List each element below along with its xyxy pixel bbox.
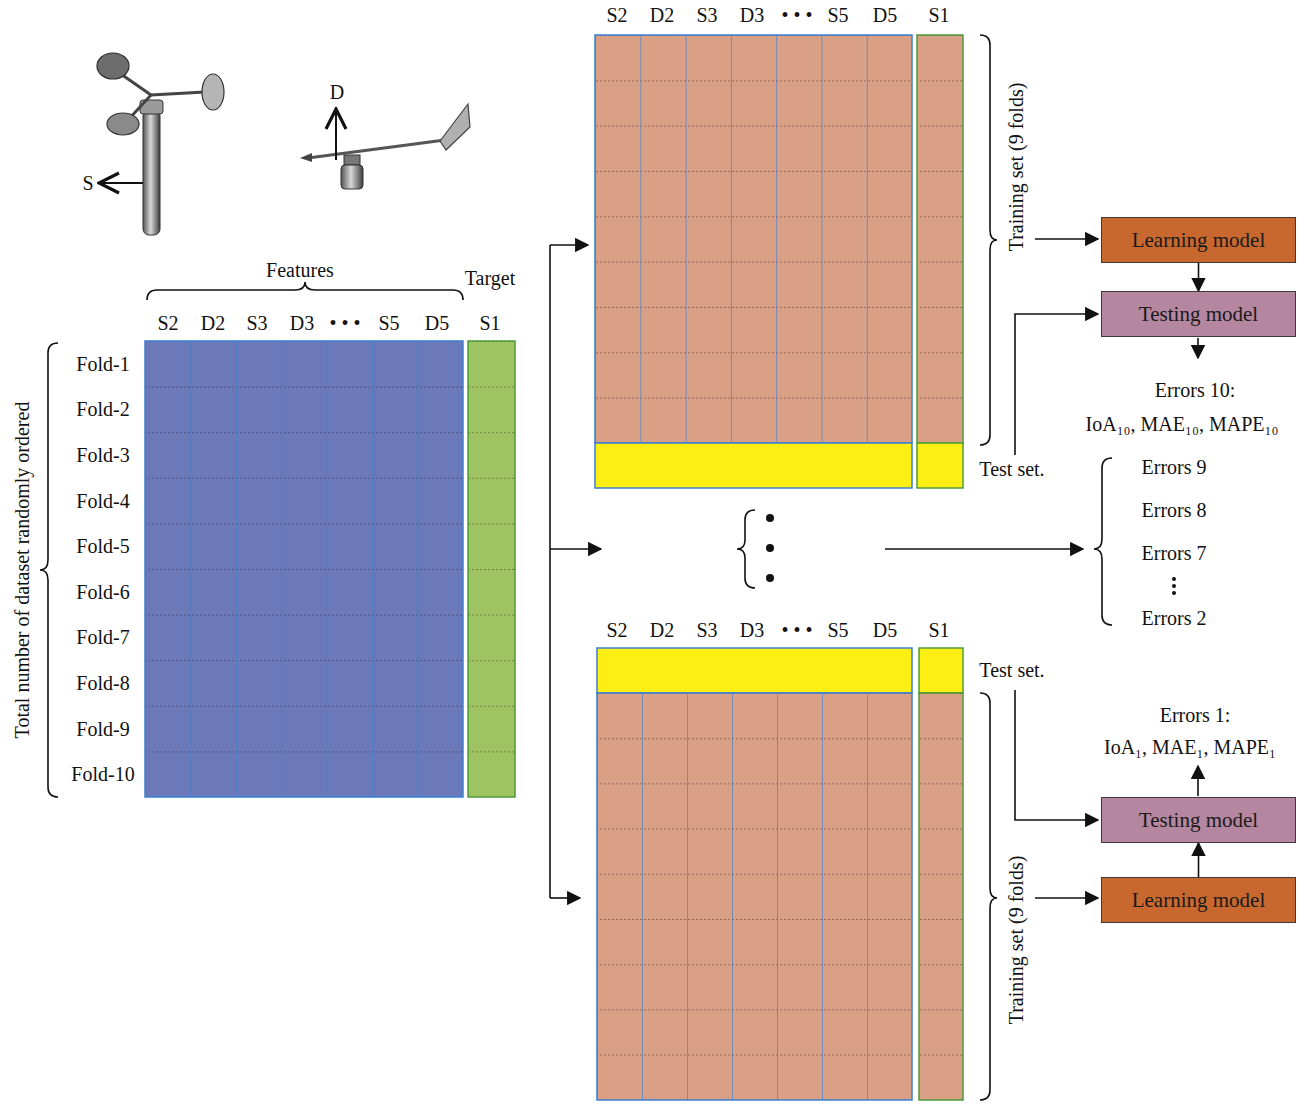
- column-header: D5: [425, 312, 449, 335]
- column-header: S1: [928, 619, 949, 642]
- column-header: S5: [378, 312, 399, 335]
- learning-box: Learning model: [1101, 877, 1296, 923]
- fold-label: Fold-10: [71, 763, 134, 786]
- group-label: Features: [266, 259, 334, 282]
- brace: [980, 693, 997, 1100]
- anemometer-illustration: [97, 53, 224, 235]
- column-header: D2: [201, 312, 225, 335]
- error-label: Errors 1:: [1160, 704, 1231, 727]
- learning-box: Learning model: [1101, 217, 1296, 263]
- column-header: S2: [606, 619, 627, 642]
- column-header: S3: [696, 619, 717, 642]
- axis-label: Total number of dataset randomly ordered: [11, 402, 34, 739]
- brace: [147, 282, 463, 300]
- column-header: S1: [479, 312, 500, 335]
- fold-label: Fold-1: [76, 353, 129, 376]
- wind-vane-illustration: [300, 104, 470, 189]
- testing-box: Testing model: [1101, 797, 1296, 843]
- fold-label: Fold-4: [76, 490, 129, 513]
- column-header: D3: [740, 4, 764, 27]
- column-header: D2: [650, 4, 674, 27]
- arrow: [1035, 897, 1098, 899]
- set-label: Test set.: [979, 659, 1044, 682]
- ellipsis: [737, 458, 1176, 625]
- fold-label: Fold-7: [76, 626, 129, 649]
- box-label: Learning model: [1132, 888, 1266, 913]
- fold-grid: [595, 35, 963, 488]
- column-header: D3: [290, 312, 314, 335]
- column-header: D2: [650, 619, 674, 642]
- set-label: Test set.: [979, 458, 1044, 481]
- column-header: D5: [873, 619, 897, 642]
- column-header: • • •: [781, 619, 812, 642]
- column-header: • • •: [781, 4, 812, 27]
- set-label: Training set (9 folds): [1005, 856, 1028, 1025]
- symbol-label: D: [330, 81, 344, 104]
- flow-arrow: [1198, 843, 1200, 877]
- column-header: S2: [606, 4, 627, 27]
- arrow: [1197, 338, 1199, 358]
- testing-box: Testing model: [1101, 291, 1296, 337]
- group-label: Target: [465, 267, 515, 290]
- fold-grid: [597, 648, 963, 1100]
- set-label: Training set (9 folds): [1005, 83, 1028, 252]
- error-label: Errors 7: [1142, 542, 1207, 565]
- flow-arrow: [1198, 263, 1200, 291]
- split-arrows: [550, 245, 601, 898]
- box-label: Testing model: [1139, 302, 1258, 327]
- error-metrics: IoA₁, MAE₁, MAPE₁: [1104, 736, 1276, 759]
- dataset-grid: [145, 341, 515, 797]
- column-header: S5: [827, 619, 848, 642]
- fold-label: Fold-5: [76, 535, 129, 558]
- column-header: S3: [696, 4, 717, 27]
- arrow: [1035, 238, 1098, 240]
- column-header: S2: [157, 312, 178, 335]
- box-label: Learning model: [1132, 228, 1266, 253]
- brace: [980, 35, 997, 445]
- column-header: D5: [873, 4, 897, 27]
- arrow: [1015, 690, 1098, 820]
- arrow: [1197, 766, 1199, 796]
- error-label: Errors 2: [1142, 607, 1207, 630]
- fold-label: Fold-3: [76, 444, 129, 467]
- error-metrics: IoA₁₀, MAE₁₀, MAPE₁₀: [1086, 413, 1279, 436]
- fold-label: Fold-6: [76, 581, 129, 604]
- column-header: S1: [928, 4, 949, 27]
- fold-label: Fold-8: [76, 672, 129, 695]
- brace: [40, 343, 58, 797]
- column-header: • • •: [329, 312, 360, 335]
- symbol-label: S: [82, 172, 93, 195]
- error-label: Errors 8: [1142, 499, 1207, 522]
- fold-label: Fold-2: [76, 398, 129, 421]
- box-label: Testing model: [1139, 808, 1258, 833]
- fold-label: Fold-9: [76, 718, 129, 741]
- column-header: S3: [246, 312, 267, 335]
- error-label: Errors 9: [1142, 456, 1207, 479]
- error-label: Errors 10:: [1155, 379, 1236, 402]
- column-header: S5: [827, 4, 848, 27]
- column-header: D3: [740, 619, 764, 642]
